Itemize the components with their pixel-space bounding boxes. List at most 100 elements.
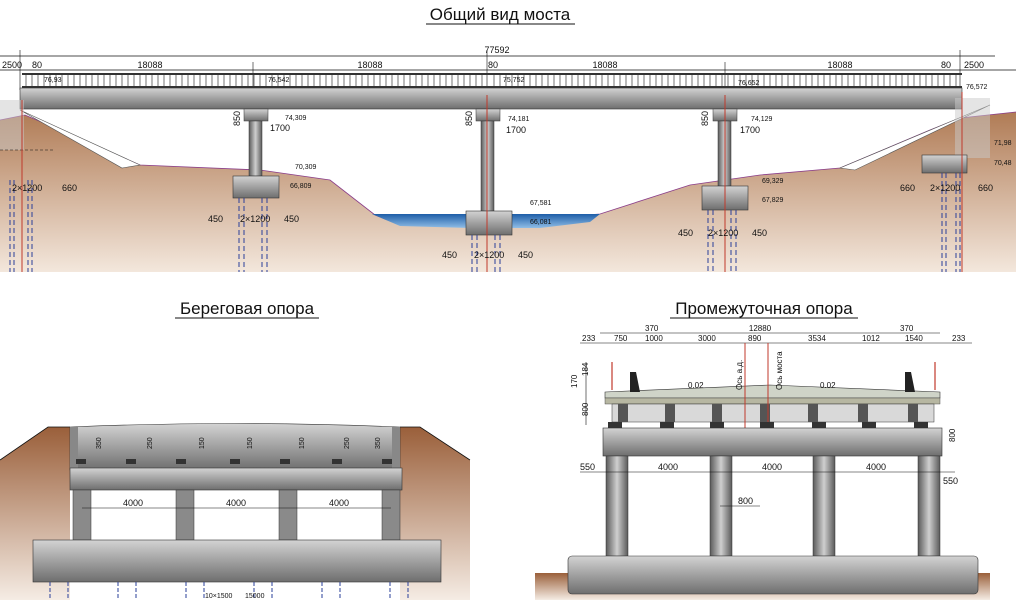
- svg-text:1000: 1000: [645, 334, 663, 343]
- pier2-edge-right: 450: [518, 250, 533, 260]
- pier1-footing-bot: 66,809: [290, 183, 312, 190]
- deck-level-4: 76,652: [738, 80, 760, 87]
- svg-text:150: 150: [247, 437, 254, 449]
- title-general-view: Общий вид моста: [426, 5, 575, 25]
- svg-text:1540: 1540: [905, 334, 923, 343]
- abutment-back-wall: [69, 423, 401, 471]
- dim-span-2: 18088: [357, 60, 382, 70]
- pier-axis-bridge: Ось моста: [775, 351, 784, 390]
- pier1-edge-left: 450: [208, 214, 223, 224]
- pier2-pile-group: 2×1200: [474, 250, 504, 260]
- soil-profile: [0, 112, 1016, 272]
- dim-joint-right: 80: [941, 60, 951, 70]
- pier1-cap-height: 850: [232, 111, 242, 126]
- abutment-bay-1: 4000: [123, 498, 143, 508]
- pier-3: 850 1700 74,129 69,329 67,829 450 2×1200…: [678, 95, 784, 272]
- pier-2: 850 1700 74,181 67,581 66,081 450 2×1200…: [442, 95, 552, 272]
- svg-text:Береговая опора: Береговая опора: [180, 299, 315, 318]
- dim-span-1: 18088: [137, 60, 162, 70]
- pier-total-width: 12880: [749, 324, 772, 333]
- deck-level-2: 76,542: [268, 77, 290, 84]
- left-pile-group: 2×1200: [12, 183, 42, 193]
- svg-text:250: 250: [147, 437, 154, 449]
- pier2-edge-left: 450: [442, 250, 457, 260]
- pier-axis-road: Ось а.д.: [735, 360, 744, 390]
- svg-text:150: 150: [199, 437, 206, 449]
- pier3-footing-bot: 67,829: [762, 197, 784, 204]
- pier2-cap-height: 850: [464, 111, 474, 126]
- pier2-footing-bot: 66,081: [530, 219, 552, 226]
- pier2-footing-top: 67,581: [530, 200, 552, 207]
- svg-text:Общий вид моста: Общий вид моста: [430, 5, 571, 24]
- pier-edge-370-left: 370: [645, 324, 659, 333]
- pier1-footing-top: 70,309: [295, 164, 317, 171]
- right-edge-660b: 660: [978, 183, 993, 193]
- svg-text:350: 350: [375, 437, 382, 449]
- pier-deck-section: [604, 384, 941, 399]
- deck-level-3: 75,752: [503, 77, 525, 84]
- general-view: 77592 18088 18088 18088 18088 80 80 80 2…: [0, 45, 1016, 272]
- pier-footing: [567, 555, 979, 595]
- pier3-footing-top: 69,329: [762, 178, 784, 185]
- pier2-cap-level: 74,181: [508, 116, 530, 123]
- bridge-railing: [22, 73, 962, 88]
- svg-text:3000: 3000: [698, 334, 716, 343]
- pier-1: 850 1700 74,309 70,309 66,809 450 2×1200…: [208, 108, 317, 272]
- pier1-cap-width: 1700: [270, 123, 290, 133]
- abutment-crossbeam: [69, 467, 403, 491]
- abutment-footing: [32, 539, 442, 583]
- right-abutment: 660 2×1200 660 71,98 70,48: [900, 92, 1012, 272]
- pier-left-h3: 800: [581, 402, 590, 416]
- abutment-bottom-2: 15000: [245, 593, 265, 600]
- svg-text:150: 150: [299, 437, 306, 449]
- left-edge-660: 660: [62, 183, 77, 193]
- abutment-heights: 350 250 150 150 150 250 350: [96, 437, 382, 449]
- abutment-bay-3: 4000: [329, 498, 349, 508]
- pier3-cap-height: 850: [700, 111, 710, 126]
- svg-text:233: 233: [582, 334, 596, 343]
- pier-bay-2: 4000: [762, 462, 782, 472]
- pier-left-h1: 170: [570, 374, 579, 388]
- svg-text:250: 250: [344, 437, 351, 449]
- pier-view: 370 370 12880 233 750 1000 3000 890 3534…: [535, 324, 990, 600]
- pier-slope-left: 0.02: [688, 381, 704, 390]
- left-abutment: 2×1200 660: [0, 100, 77, 272]
- title-abutment: Береговая опора: [175, 299, 319, 319]
- pier-overhang-right: 550: [943, 476, 958, 486]
- dim-span-3: 18088: [592, 60, 617, 70]
- pier-column-dim: 800: [738, 496, 753, 506]
- pier3-cap-width: 1700: [740, 125, 760, 135]
- pier-edge-370-right: 370: [900, 324, 914, 333]
- right-pile-group: 2×1200: [930, 183, 960, 193]
- right-footing-level-bot: 70,48: [994, 160, 1012, 167]
- dim-left-end: 2500: [2, 60, 22, 70]
- dim-total-length: 77592: [484, 45, 509, 55]
- pier-overhang-left: 550: [580, 462, 595, 472]
- svg-text:890: 890: [748, 334, 762, 343]
- svg-text:Промежуточная опора: Промежуточная опора: [675, 299, 853, 318]
- pier1-edge-right: 450: [284, 214, 299, 224]
- pier3-edge-right: 450: [752, 228, 767, 238]
- abutment-view: 350 250 150 150 150 250 350 4000 4000 40…: [0, 423, 471, 600]
- pier1-cap-level: 74,309: [285, 115, 307, 122]
- pier1-pile-group: 2×1200: [240, 214, 270, 224]
- pier-slope-right: 0.02: [820, 381, 836, 390]
- abutment-bottom-1: 10×1500: [205, 593, 233, 600]
- right-footing-level-top: 71,98: [994, 140, 1012, 147]
- abutment-bay-2: 4000: [226, 498, 246, 508]
- pier-bay-1: 4000: [658, 462, 678, 472]
- dim-joint-mid: 80: [488, 60, 498, 70]
- bridge-deck: [19, 87, 963, 110]
- deck-level-5: 76,572: [966, 84, 988, 91]
- pier2-cap-width: 1700: [506, 125, 526, 135]
- dim-right-end: 2500: [964, 60, 984, 70]
- title-pier: Промежуточная опора: [670, 299, 858, 319]
- pier3-edge-left: 450: [678, 228, 693, 238]
- deck-level-1: 76,93: [44, 77, 62, 84]
- pier-top-dims: 233 750 1000 3000 890 3534 1012 1540 233: [582, 334, 966, 343]
- dim-span-4: 18088: [827, 60, 852, 70]
- svg-text:1012: 1012: [862, 334, 880, 343]
- pier-left-h2: 184: [581, 362, 590, 376]
- pier3-cap-level: 74,129: [751, 116, 773, 123]
